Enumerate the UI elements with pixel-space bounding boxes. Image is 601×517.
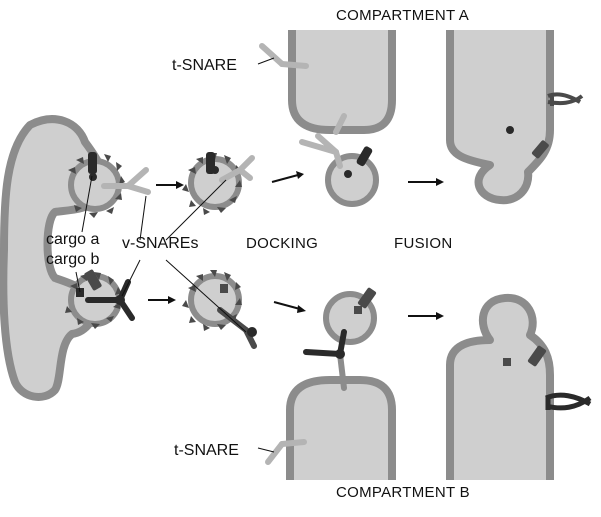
compartment-a-left bbox=[288, 30, 396, 134]
arrow-a-2 bbox=[271, 171, 304, 183]
compartment-b-label: COMPARTMENT B bbox=[336, 484, 470, 501]
v-snares-label: v-SNAREs bbox=[122, 235, 198, 252]
fusion-label: FUSION bbox=[394, 235, 452, 252]
compartment-b-right bbox=[446, 293, 554, 480]
fused-b-contents bbox=[503, 345, 592, 411]
arrow-b-2 bbox=[273, 301, 306, 313]
compartment-a-label: COMPARTMENT A bbox=[336, 7, 469, 24]
cargo-b-label: cargo b bbox=[46, 251, 99, 268]
leader-lines bbox=[75, 57, 275, 453]
donor-v-snare-a bbox=[101, 167, 151, 195]
arrow-b-3 bbox=[408, 312, 444, 320]
compartment-a-right bbox=[446, 30, 554, 205]
docking-vesicle-b bbox=[303, 287, 377, 391]
arrow-b-1 bbox=[148, 296, 176, 304]
arrow-a-1 bbox=[156, 181, 184, 189]
cargo-a-label: cargo a bbox=[46, 231, 99, 248]
compartment-b-left bbox=[286, 376, 396, 480]
free-vesicle-b bbox=[182, 270, 257, 349]
free-vesicle-a bbox=[182, 152, 255, 215]
t-snare-bottom-protein bbox=[265, 439, 307, 465]
t-snare-bottom-label: t-SNARE bbox=[174, 442, 239, 459]
docking-vesicle-a bbox=[299, 113, 379, 207]
budding-vesicle-a bbox=[68, 152, 125, 218]
t-snare-top-label: t-SNARE bbox=[172, 57, 237, 74]
fused-a-contents bbox=[506, 92, 584, 159]
arrow-a-3 bbox=[408, 178, 444, 186]
t-snare-top-protein bbox=[259, 43, 309, 69]
docking-label: DOCKING bbox=[246, 235, 318, 252]
